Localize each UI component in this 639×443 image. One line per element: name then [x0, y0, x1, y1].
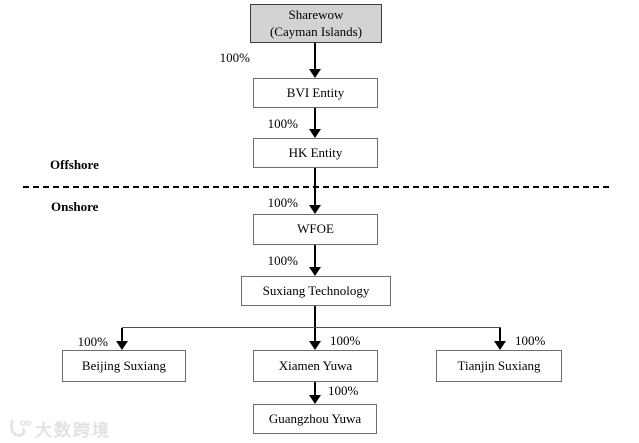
connector-junction-tianjin	[499, 328, 501, 342]
watermark-logo-icon	[8, 419, 32, 439]
node-suxiang-technology: Suxiang Technology	[241, 276, 391, 306]
node-beijing-suxiang: Beijing Suxiang	[62, 350, 186, 382]
arrow-down-icon	[494, 341, 506, 350]
ownership-label-suxiang-tianjin: 100%	[515, 333, 546, 348]
node-wfoe-label: WFOE	[297, 221, 334, 237]
offshore-label: Offshore	[50, 157, 99, 172]
node-guangzhou-yuwa: Guangzhou Yuwa	[253, 404, 377, 434]
arrow-down-icon	[116, 341, 128, 350]
connector-junction-xiamen	[314, 328, 316, 342]
node-guangzhou-yuwa-label: Guangzhou Yuwa	[268, 410, 362, 426]
connector-suxiang-junction	[314, 306, 316, 328]
ownership-label-bvi-hk: 100%	[267, 116, 298, 131]
node-hk-entity: HK Entity	[253, 138, 378, 168]
offshore-onshore-divider	[23, 186, 610, 188]
connector-junction-horizontal	[122, 327, 501, 328]
ownership-label-wfoe-suxiang: 100%	[267, 253, 298, 268]
connector-bvi-hk	[314, 108, 316, 130]
ownership-label-xiamen-guangzhou: 100%	[328, 383, 359, 398]
connector-wfoe-suxiang	[314, 245, 316, 268]
node-beijing-suxiang-label: Beijing Suxiang	[81, 357, 167, 373]
arrow-down-icon	[309, 205, 321, 214]
connector-junction-beijing	[121, 328, 123, 342]
ownership-label-suxiang-beijing: 100%	[77, 334, 108, 349]
node-tianjin-suxiang: Tianjin Suxiang	[436, 350, 562, 382]
node-sharewow-line2: (Cayman Islands)	[269, 23, 363, 39]
node-suxiang-technology-label: Suxiang Technology	[262, 282, 370, 298]
node-bvi-entity: BVI Entity	[253, 78, 378, 108]
watermark: 大数跨境	[8, 416, 111, 441]
node-hk-entity-label: HK Entity	[288, 144, 343, 160]
arrow-down-icon	[309, 69, 321, 78]
watermark-text: 大数跨境	[35, 421, 111, 441]
node-sharewow-label: Sharewow (Cayman Islands)	[270, 7, 362, 40]
node-sharewow-line1: Sharewow	[288, 7, 344, 23]
ownership-label-sharewow-bvi: 100%	[219, 50, 250, 65]
connector-xiamen-guangzhou	[314, 382, 316, 396]
node-xiamen-yuwa: Xiamen Yuwa	[253, 350, 378, 382]
arrow-down-icon	[309, 267, 321, 276]
node-xiamen-yuwa-label: Xiamen Yuwa	[278, 357, 353, 373]
arrow-down-icon	[309, 129, 321, 138]
ownership-label-hk-wfoe: 100%	[267, 195, 298, 210]
arrow-down-icon	[309, 341, 321, 350]
arrow-down-icon	[309, 395, 321, 404]
onshore-label: Onshore	[51, 199, 99, 214]
node-bvi-entity-label: BVI Entity	[286, 84, 345, 100]
node-tianjin-suxiang-label: Tianjin Suxiang	[457, 357, 541, 373]
node-sharewow: Sharewow (Cayman Islands)	[250, 4, 382, 43]
connector-sharewow-bvi	[314, 43, 316, 70]
ownership-label-suxiang-xiamen: 100%	[330, 333, 361, 348]
node-wfoe: WFOE	[253, 214, 378, 245]
